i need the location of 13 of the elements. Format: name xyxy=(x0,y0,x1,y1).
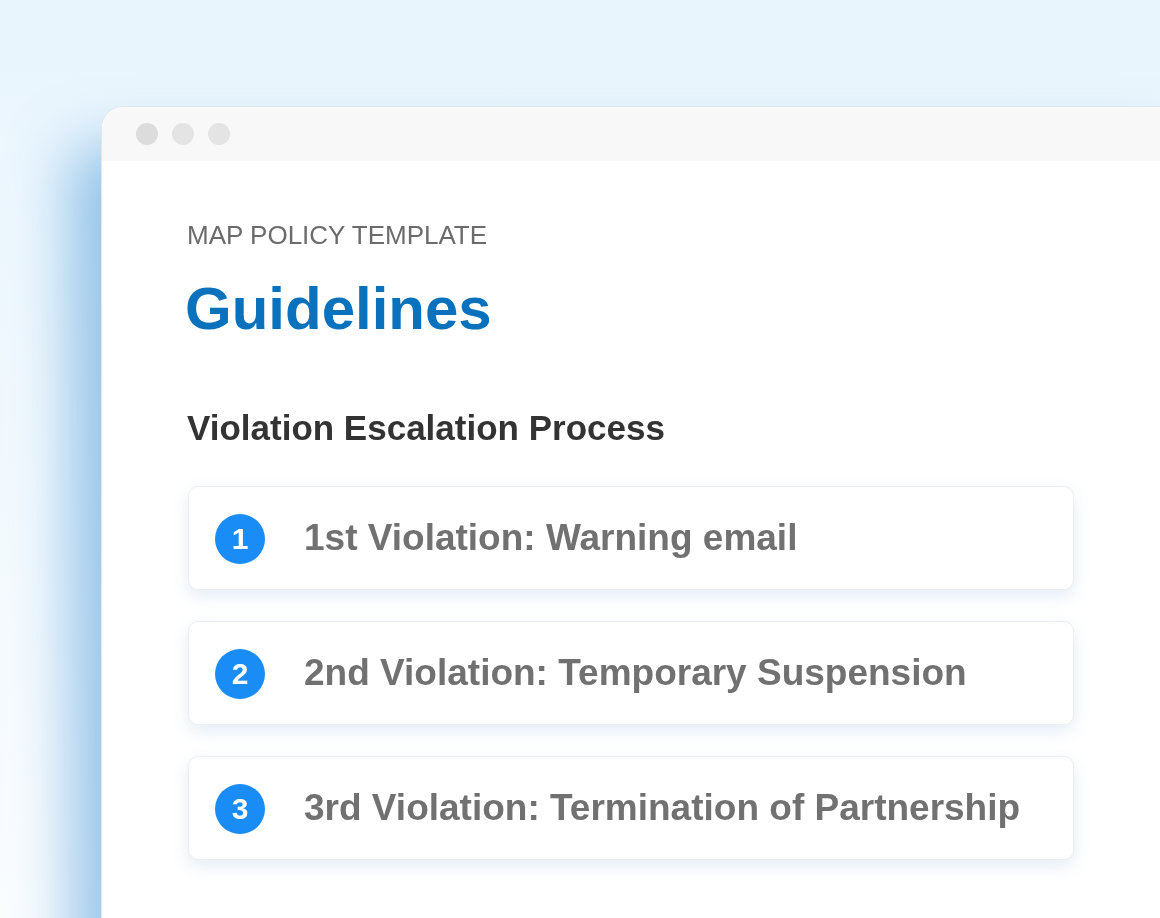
step-number: 3 xyxy=(215,784,265,834)
eyebrow-label: MAP POLICY TEMPLATE xyxy=(187,222,488,248)
step-text: 3rd Violation: Termination of Partnership xyxy=(304,787,1021,829)
step-card xyxy=(188,621,1074,725)
section-heading: Violation Escalation Process xyxy=(187,410,665,445)
step-card xyxy=(188,756,1074,860)
page-heading: Guidelines xyxy=(185,279,492,339)
step-text: 1st Violation: Warning email xyxy=(304,517,798,559)
step-text: 2nd Violation: Temporary Suspension xyxy=(304,652,967,694)
step-card xyxy=(188,486,1074,590)
browser-window xyxy=(101,106,1160,918)
step-number: 2 xyxy=(215,649,265,699)
step-number: 1 xyxy=(215,514,265,564)
